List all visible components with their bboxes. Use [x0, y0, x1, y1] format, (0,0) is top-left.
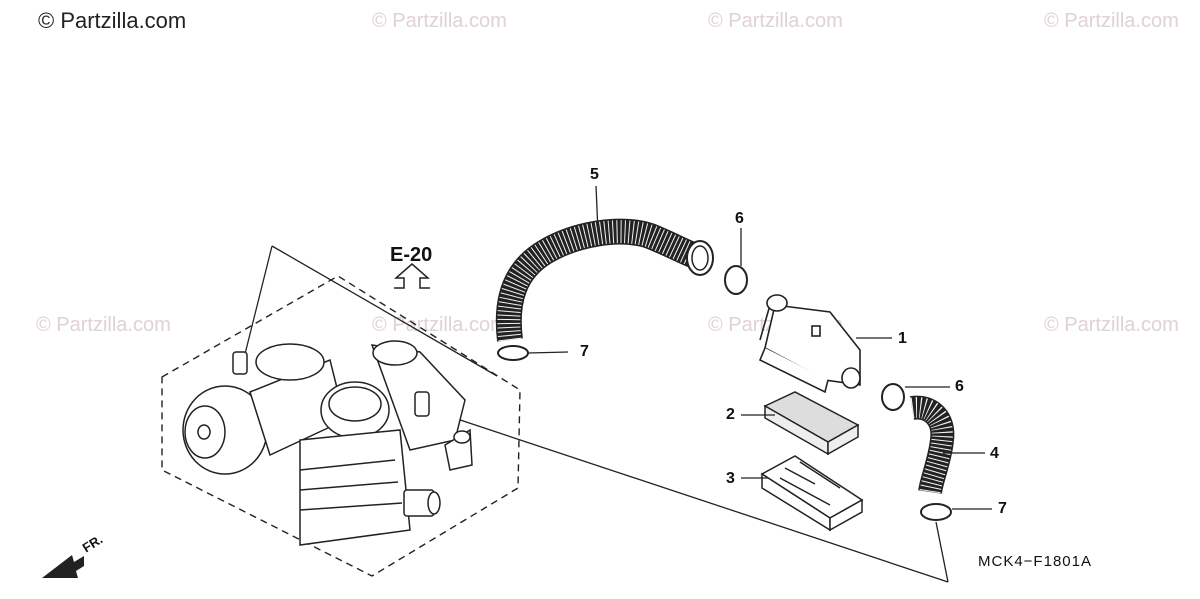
air-filter-element-2 [763, 391, 860, 456]
connector-line-upper-drop [244, 245, 273, 355]
connector-line-lower-rise [935, 521, 949, 583]
copyright-text: © Partzilla.com [38, 8, 187, 33]
diagram-code: MCK4−F1801A [978, 553, 1092, 570]
watermark: © Partzilla.com [372, 314, 507, 336]
callout-3: 3 [726, 470, 735, 487]
watermark: © Partzilla.com [1044, 10, 1179, 32]
hose-clip-7-upper [497, 345, 529, 361]
callout-4: 4 [990, 445, 999, 462]
breather-hose-4 [910, 395, 955, 495]
watermark: © Partzilla.com [36, 314, 171, 336]
connector-line-lower [423, 407, 949, 583]
callout-2: 2 [726, 406, 735, 423]
callout-1: 1 [898, 330, 907, 347]
hose-clip-6-upper [724, 265, 748, 295]
callout-5: 5 [590, 166, 599, 183]
callout-leaders [527, 185, 992, 510]
reference-label: E-20 [390, 244, 433, 266]
callout-7-upper: 7 [580, 343, 589, 360]
connector-line-upper [271, 245, 498, 377]
reference-arrow-icon [394, 263, 430, 289]
watermark: © Partzilla.com [1044, 314, 1179, 336]
element-case-3 [760, 455, 864, 532]
callout-7-lower: 7 [998, 500, 1007, 517]
carburetor-assembly [182, 340, 473, 546]
watermark: © Partzilla.com [708, 10, 843, 32]
callout-6-lower: 6 [955, 378, 964, 395]
front-direction-arrow-icon [42, 555, 84, 578]
callout-6-upper: 6 [735, 210, 744, 227]
air-chamber-case-1 [758, 294, 861, 394]
breather-hose-5 [495, 218, 714, 342]
hose-clip-6-lower [881, 383, 905, 411]
hose-clip-7-lower [920, 503, 952, 521]
watermark: © Partzilla.com [372, 10, 507, 32]
